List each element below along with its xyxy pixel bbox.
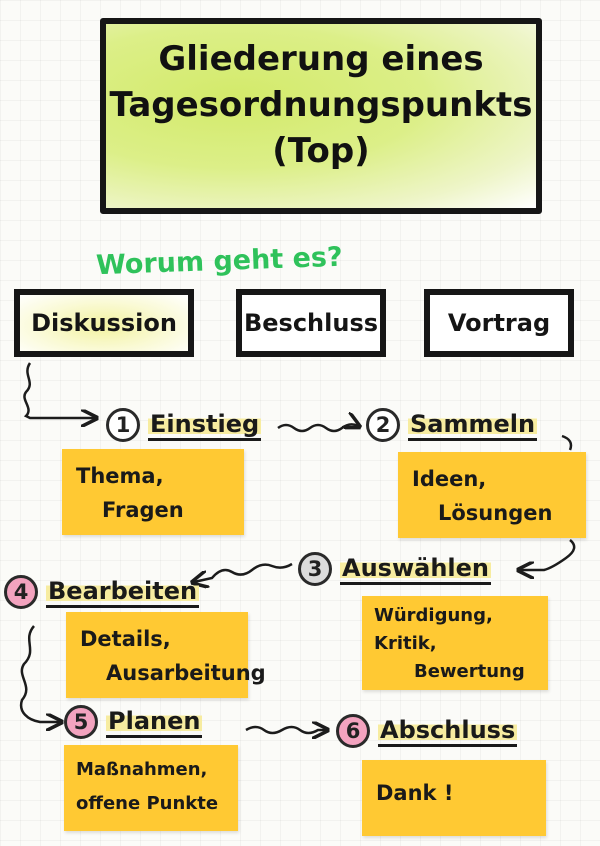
step-number: 6	[336, 714, 370, 748]
arrow-step4-to-step5	[19, 625, 60, 722]
sticky-note-abschluss: Dank !	[362, 760, 546, 836]
note-line: Ideen,	[412, 467, 487, 491]
note-line: Kritik,	[374, 633, 437, 654]
type-box-beschluss: Beschluss	[236, 289, 386, 357]
arrow-step1-to-step2	[277, 424, 358, 433]
step-sammeln: 2 Sammeln	[366, 408, 538, 442]
step-auswaehlen: 3 Auswählen	[298, 552, 491, 586]
step-number: 1	[106, 408, 140, 442]
arrow-discussion-to-step1	[23, 362, 95, 418]
note-line: Bewertung	[414, 661, 525, 682]
note-line: Fragen	[102, 498, 184, 522]
question-heading: Worum geht es?	[95, 241, 344, 282]
note-line: Thema,	[76, 464, 164, 488]
sticky-note-sammeln: Ideen, Lösungen	[398, 452, 586, 538]
sticky-note-planen: Maßnahmen, offene Punkte	[64, 745, 238, 831]
title-line-2: Tagesordnungspunkts	[109, 85, 533, 125]
title-box	[100, 18, 542, 214]
step-number: 5	[64, 705, 98, 739]
title-text: Gliederung eines Tagesordnungspunkts (To…	[100, 36, 542, 174]
step-number: 2	[366, 408, 400, 442]
step-label: Sammeln	[408, 409, 538, 441]
note-line: offene Punkte	[76, 793, 219, 814]
note-line: Details,	[80, 627, 171, 651]
note-line: Würdigung,	[374, 605, 493, 626]
step-number: 4	[4, 575, 38, 609]
step-label: Planen	[106, 706, 203, 738]
step-number: 3	[298, 552, 332, 586]
step-planen: 5 Planen	[64, 705, 203, 739]
note-line: Ausarbeitung	[106, 661, 266, 685]
sticky-note-bearbeiten: Details, Ausarbeitung	[66, 612, 266, 698]
step-label: Einstieg	[148, 409, 262, 441]
step-label: Abschluss	[378, 715, 518, 747]
step-bearbeiten: 4 Bearbeiten	[4, 575, 200, 609]
step-abschluss: 6 Abschluss	[336, 714, 518, 748]
title-line-1: Gliederung eines	[158, 39, 484, 79]
step-label: Auswählen	[340, 553, 491, 585]
type-box-diskussion: Diskussion	[14, 289, 194, 357]
title-line-3: (Top)	[272, 131, 370, 171]
step-label: Bearbeiten	[46, 576, 200, 608]
note-line: Dank !	[376, 781, 454, 805]
type-box-vortrag: Vortrag	[424, 289, 574, 357]
arrow-step3-to-step4	[194, 562, 293, 582]
note-line: Lösungen	[438, 501, 553, 525]
sticky-note-einstieg: Thema, Fragen	[62, 449, 244, 535]
step-einstieg: 1 Einstieg	[106, 408, 262, 442]
note-line: Maßnahmen,	[76, 759, 208, 780]
arrow-step5-to-step6	[245, 727, 326, 733]
sticky-note-auswaehlen: Würdigung, Kritik, Bewertung	[362, 596, 548, 690]
